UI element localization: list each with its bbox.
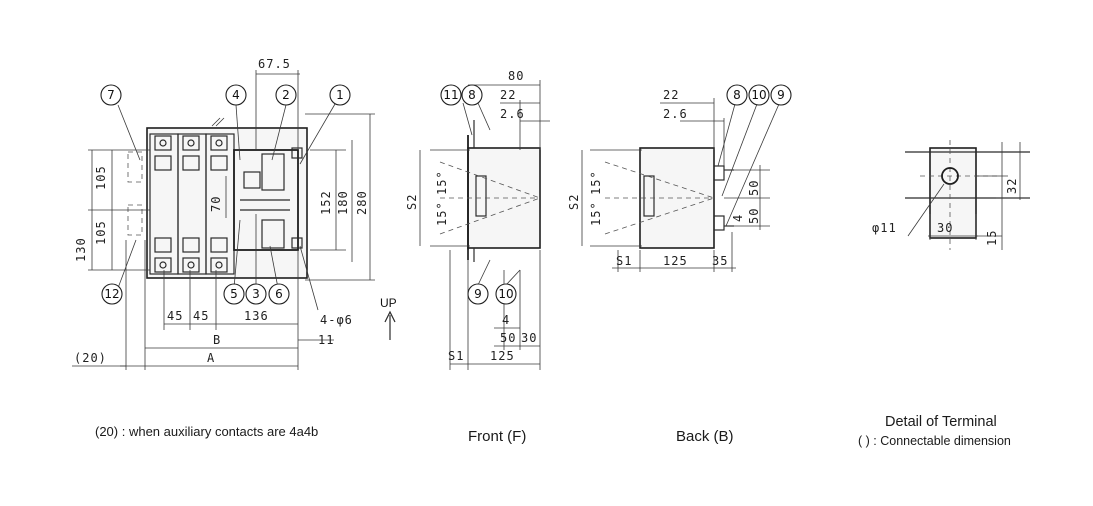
auxiliary-contacts-note: (20) : when auxiliary contacts are 4a4b (95, 424, 319, 439)
dim-22-front: 22 (500, 88, 516, 102)
dim-S1-front: S1 (448, 349, 464, 363)
dim-20: (20) (74, 351, 107, 365)
up-arrow-icon (384, 310, 396, 340)
dim-15-terminal: 15 (985, 230, 999, 246)
dim-32-terminal: 32 (1005, 178, 1019, 194)
svg-text:2: 2 (282, 88, 290, 102)
dim-125-front: 125 (490, 349, 515, 363)
dim-152: 152 (319, 190, 333, 215)
callout-1: 1 (329, 84, 351, 106)
dim-50-back-a: 50 (747, 180, 761, 196)
dim-15deg-back-b: 15° (589, 201, 603, 226)
callout-2: 2 (275, 84, 297, 106)
dim-22-back: 22 (663, 88, 679, 102)
svg-text:8: 8 (733, 88, 741, 102)
dim-4-front: 4 (502, 313, 510, 327)
connectable-dimension-note: ( ) : Connectable dimension (858, 434, 1011, 448)
callout-8-front: 8 (461, 84, 483, 106)
callout-10-back: 10 (748, 84, 770, 106)
svg-text:9: 9 (777, 88, 785, 102)
callout-3: 3 (245, 283, 267, 305)
callout-10-front: 10 (495, 283, 517, 305)
dim-A: A (207, 351, 215, 365)
svg-text:12: 12 (104, 287, 119, 301)
svg-text:9: 9 (474, 287, 482, 301)
front-view: 11 8 9 10 80 22 2.6 S2 15° 15° 4 50 30 S… (405, 69, 550, 370)
top-view: 7 4 2 1 12 5 3 6 67.5 105 105 70 130 152… (72, 57, 397, 370)
dim-50-back-b: 50 (747, 208, 761, 224)
svg-text:10: 10 (498, 287, 513, 301)
dim-15deg-back-a: 15° (589, 170, 603, 195)
dim-45-a: 45 (167, 309, 183, 323)
svg-text:10: 10 (751, 88, 766, 102)
back-view-caption: Back (B) (676, 428, 734, 445)
svg-text:8: 8 (468, 88, 476, 102)
dim-136: 136 (244, 309, 269, 323)
dim-105-lower: 105 (94, 220, 108, 245)
up-label: UP (380, 296, 397, 310)
dim-50-front: 50 (500, 331, 516, 345)
dim-67-5: 67.5 (258, 57, 291, 71)
dim-2-6-front: 2.6 (500, 107, 525, 121)
dim-70: 70 (209, 196, 223, 212)
svg-text:11: 11 (443, 88, 458, 102)
dim-30-terminal: 30 (937, 221, 953, 235)
dim-130: 130 (74, 237, 88, 262)
callout-9-back: 9 (770, 84, 792, 106)
dim-B: B (213, 333, 221, 347)
dim-phi11: φ11 (872, 221, 897, 235)
front-view-caption: Front (F) (468, 428, 527, 445)
dim-30-front: 30 (521, 331, 537, 345)
callout-6: 6 (268, 283, 290, 305)
callout-8-back: 8 (726, 84, 748, 106)
dim-4-back: 4 (731, 214, 745, 222)
svg-text:7: 7 (107, 88, 115, 102)
dim-2-6-back: 2.6 (663, 107, 688, 121)
dim-S2-front: S2 (405, 194, 419, 210)
svg-text:6: 6 (275, 287, 283, 301)
svg-text:5: 5 (230, 287, 238, 301)
dim-280: 280 (355, 190, 369, 215)
dim-S1-back: S1 (616, 254, 632, 268)
callout-5: 5 (223, 283, 245, 305)
terminal-screws (154, 135, 228, 273)
back-view: 8 10 9 22 2.6 S2 15° 15° S1 125 35 4 50 … (567, 84, 792, 272)
callout-9-front: 9 (467, 283, 489, 305)
terminal-hole (941, 167, 959, 185)
dim-80: 80 (508, 69, 524, 83)
svg-text:3: 3 (252, 287, 260, 301)
callout-12: 12 (101, 283, 123, 305)
svg-text:1: 1 (336, 88, 344, 102)
dim-180: 180 (336, 190, 350, 215)
dim-4-phi6: 4-φ6 (320, 313, 353, 327)
callout-4: 4 (225, 84, 247, 106)
top-view-body (146, 127, 308, 279)
terminal-detail-title: Detail of Terminal (885, 414, 997, 430)
dim-125-back: 125 (663, 254, 688, 268)
callout-7: 7 (100, 84, 122, 106)
dim-35-back: 35 (712, 254, 728, 268)
svg-text:4: 4 (232, 88, 240, 102)
dim-15deg-front-a: 15° (435, 170, 449, 195)
terminal-detail: φ11 30 15 32 (872, 140, 1030, 250)
callout-11: 11 (440, 84, 462, 106)
dim-105-upper: 105 (94, 165, 108, 190)
dim-11: 11 (318, 333, 334, 347)
dim-45-b: 45 (193, 309, 209, 323)
dim-15deg-front-b: 15° (435, 201, 449, 226)
dim-S2-back: S2 (567, 194, 581, 210)
